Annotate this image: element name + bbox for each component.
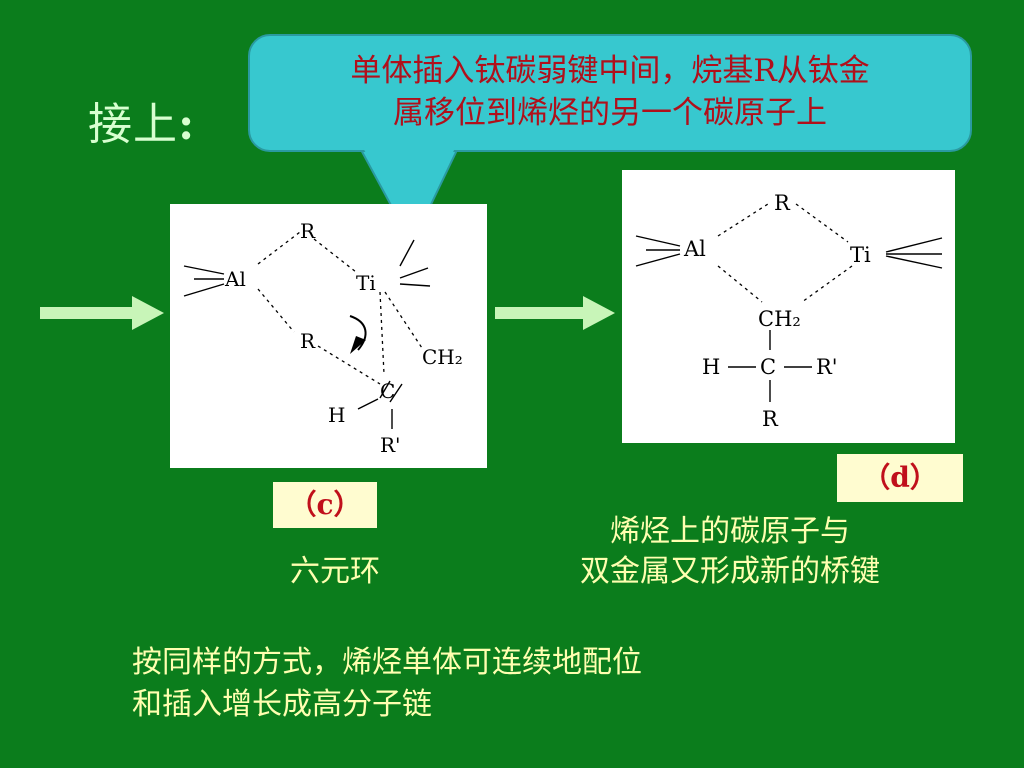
d-r-prime-label: R': [816, 355, 838, 379]
d-c-label: C: [760, 355, 776, 379]
bottom-line-2: 和插入增长成高分子链: [132, 687, 432, 722]
callout-line-1: 单体插入钛碳弱键中间，烷基R从钛金: [350, 53, 870, 89]
d-ch2-label: CH₂: [758, 307, 801, 331]
c-c-label: C: [380, 379, 395, 403]
d-r-top-label: R: [774, 191, 791, 215]
c-r-mid-label: R: [300, 329, 316, 353]
label-c: （c）: [273, 482, 377, 528]
bottom-text: 按同样的方式，烯烃单体可连续地配位 和插入增长成高分子链: [132, 642, 892, 726]
structure-c-panel: Al R Ti R CH₂ C H R': [170, 204, 487, 468]
d-al-label: Al: [683, 237, 706, 261]
callout-bubble: 单体插入钛碳弱键中间，烷基R从钛金 属移位到烯烃的另一个碳原子上: [248, 34, 972, 152]
label-d: （d）: [837, 454, 963, 502]
structure-d-diagram: Al R Ti CH₂ H C R' R: [635, 191, 943, 431]
slide-title: 接上:: [88, 88, 195, 152]
c-ti-label: Ti: [356, 271, 376, 295]
right-arrow-icon-2: [495, 296, 615, 330]
d-ti-label: Ti: [850, 243, 871, 267]
bottom-line-1: 按同样的方式，烯烃单体可连续地配位: [132, 645, 642, 680]
c-al-label: Al: [224, 267, 246, 291]
d-h-label: H: [702, 355, 720, 379]
d-r-bottom-label: R: [762, 407, 779, 431]
caption-d-line-2: 双金属又形成新的桥键: [580, 554, 880, 589]
slide-title-text: 接上: [88, 99, 178, 150]
c-ch2-label: CH₂: [422, 345, 463, 369]
caption-d-line-1: 烯烃上的碳原子与: [610, 514, 850, 549]
right-arrow-icon: [40, 296, 164, 330]
c-h-label: H: [328, 403, 345, 427]
c-r-top-label: R: [300, 219, 316, 243]
structure-d-panel: Al R Ti CH₂ H C R' R: [622, 170, 955, 443]
c-r-prime-label: R': [380, 433, 401, 457]
caption-c: 六元环: [290, 554, 380, 589]
caption-d: 烯烃上的碳原子与 双金属又形成新的桥键: [520, 512, 940, 592]
structure-c-diagram: Al R Ti R CH₂ C H R': [183, 219, 463, 457]
slide-title-colon: :: [178, 99, 196, 150]
callout-line-2: 属移位到烯烃的另一个碳原子上: [393, 95, 827, 131]
